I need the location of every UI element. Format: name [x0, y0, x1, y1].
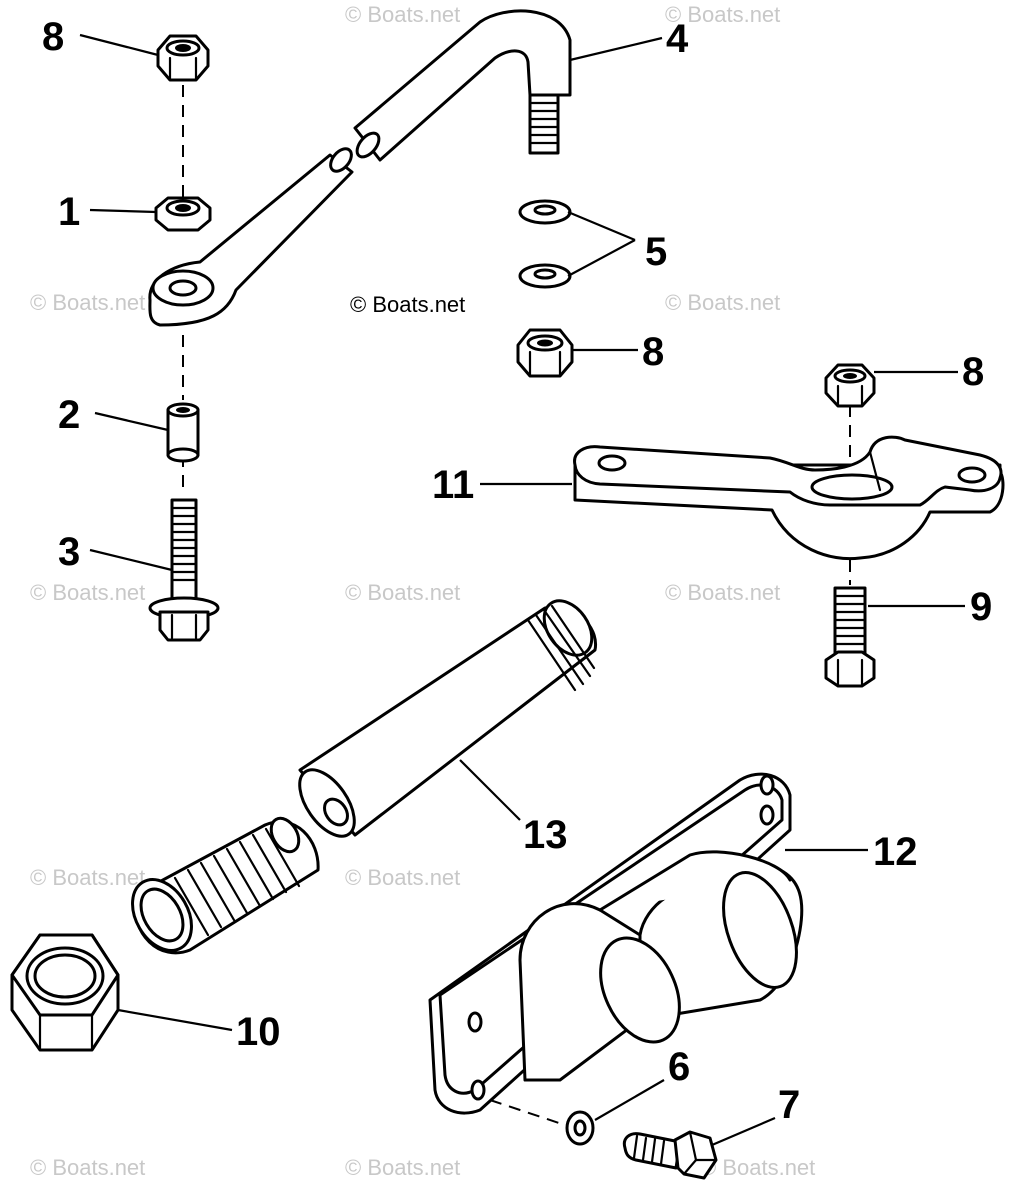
callout-7: 7 — [778, 1083, 800, 1127]
mounting-bracket-part — [428, 772, 804, 1115]
watermark: © Boats.net — [345, 1155, 460, 1180]
watermark: © Boats.net — [30, 1155, 145, 1180]
watermark: © Boats.net — [700, 1155, 815, 1180]
callout-10: 10 — [236, 1010, 281, 1054]
watermark: © Boats.net — [665, 290, 780, 315]
watermark: © Boats.net — [345, 865, 460, 890]
callout-8: 8 — [642, 330, 664, 374]
lock-nut-part — [824, 363, 876, 408]
assembly-axis — [489, 1099, 566, 1126]
callout-13: 13 — [523, 813, 568, 857]
watermark: © Boats.net — [345, 2, 460, 27]
washer-part — [565, 1110, 595, 1146]
steering-arm-part — [573, 435, 1005, 561]
callout-9: 9 — [970, 585, 992, 629]
watermark: © Boats.net — [30, 290, 145, 315]
flange-bolt-part — [148, 498, 220, 642]
callout-4: 4 — [666, 17, 689, 61]
watermark: © Boats.net — [30, 865, 145, 890]
callout-12: 12 — [873, 830, 918, 874]
callout-5: 5 — [645, 230, 667, 274]
thin-nut-part — [154, 196, 212, 232]
lock-nut-part — [516, 328, 574, 378]
callout-6: 6 — [668, 1045, 690, 1089]
hex-nut-part — [10, 933, 120, 1052]
watermark: © Boats.net — [665, 2, 780, 27]
watermarks: © Boats.net © Boats.net © Boats.net © Bo… — [30, 2, 815, 1180]
steering-link-rod-part — [148, 9, 572, 327]
spacer-part — [166, 402, 200, 463]
callouts: 8 1 2 3 4 5 8 8 11 9 13 12 10 6 7 — [42, 15, 992, 1127]
threaded-tube-part — [131, 599, 597, 955]
hex-bolt-part — [824, 586, 876, 688]
watermark: © Boats.net — [30, 580, 145, 605]
lock-nut-part — [156, 34, 210, 82]
watermark: © Boats.net — [345, 580, 460, 605]
callout-2: 2 — [58, 393, 80, 437]
leader-lines — [79, 33, 965, 1147]
watermark: © Boats.net — [665, 580, 780, 605]
watermark-main: © Boats.net — [350, 292, 465, 317]
callout-1: 1 — [58, 190, 80, 234]
callout-3: 3 — [58, 530, 80, 574]
callout-8: 8 — [42, 15, 64, 59]
callout-11: 11 — [432, 463, 474, 507]
callout-8: 8 — [962, 350, 984, 394]
washer-part — [518, 199, 572, 225]
hex-bolt-part — [622, 1130, 718, 1180]
washer-part — [518, 263, 572, 289]
